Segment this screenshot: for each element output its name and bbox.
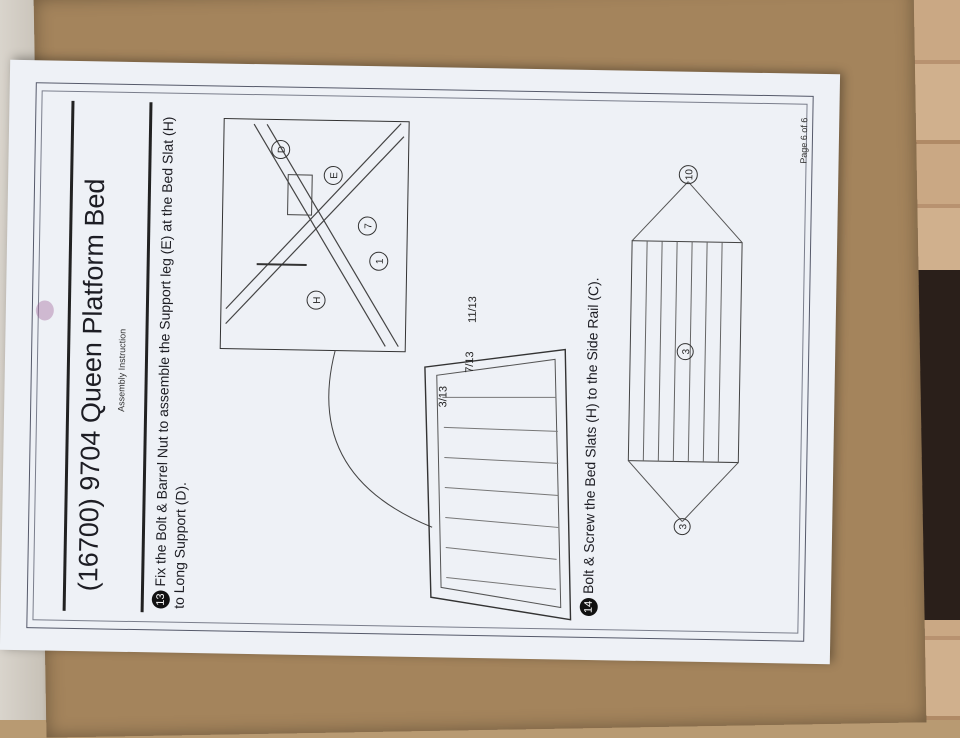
slat-line <box>702 241 708 462</box>
callout-circle <box>673 518 691 536</box>
bed-slat <box>445 516 559 528</box>
slat-callout: 3 <box>678 523 689 529</box>
callout-label: D <box>277 146 288 153</box>
bed-slat <box>442 396 557 398</box>
step-14-text: Bolt & Screw the Bed Slats (H) to the Si… <box>579 277 602 595</box>
bed-slat <box>443 426 558 432</box>
bed-slat <box>446 576 557 590</box>
bed-frame-outline <box>424 348 572 621</box>
callout-circle <box>676 343 694 361</box>
pointer-line <box>681 462 739 522</box>
instruction-sheet: (16700) 9704 Queen Platform Bed Assembly… <box>0 59 841 665</box>
slat-line <box>642 240 648 461</box>
slat-diagram: 3 3 10 <box>627 165 743 536</box>
detail-pointer <box>328 350 433 528</box>
detail-support-line <box>225 136 405 325</box>
pointer-line <box>687 181 743 243</box>
slat-callout: 10 <box>684 169 695 181</box>
frame-callout: 11/13 <box>467 296 479 323</box>
frame-callout: 3/13 <box>437 386 449 408</box>
callout-circle <box>306 290 326 310</box>
bed-slat <box>444 486 559 496</box>
callout-label: 1 <box>375 258 386 264</box>
slat-grid <box>627 240 743 464</box>
pointer-line <box>627 460 683 522</box>
callout-label: 7 <box>363 223 374 229</box>
support-leg-block <box>287 174 313 216</box>
bolt <box>256 263 307 267</box>
slat-line <box>672 241 678 462</box>
callout-circle <box>369 251 389 271</box>
bed-frame-inner <box>436 358 562 609</box>
step-14-number: 14 <box>579 597 599 617</box>
bed-slat <box>445 546 557 560</box>
callout-label: H <box>312 296 323 303</box>
detail-support-line <box>225 123 402 310</box>
callout-label: E <box>329 172 340 179</box>
slat-callout: 3 <box>681 348 692 354</box>
detail-rail-line <box>253 123 386 347</box>
callout-circle <box>323 165 343 185</box>
slat-line <box>717 242 723 463</box>
page-number: Page 6 of 6 <box>798 117 810 164</box>
detail-box <box>219 118 410 353</box>
frame-callout: 7/13 <box>464 351 476 373</box>
callout-circle <box>271 140 291 160</box>
callout-circle <box>678 165 698 185</box>
detail-rail-line <box>266 123 399 347</box>
slat-line <box>687 241 693 462</box>
assembly-diagrams: 1 H D E 7 3/13 7/13 11/13 <box>219 118 743 621</box>
callout-circle <box>357 216 377 236</box>
bed-slat <box>444 456 559 464</box>
pointer-line <box>631 181 689 242</box>
slat-line <box>657 241 663 462</box>
